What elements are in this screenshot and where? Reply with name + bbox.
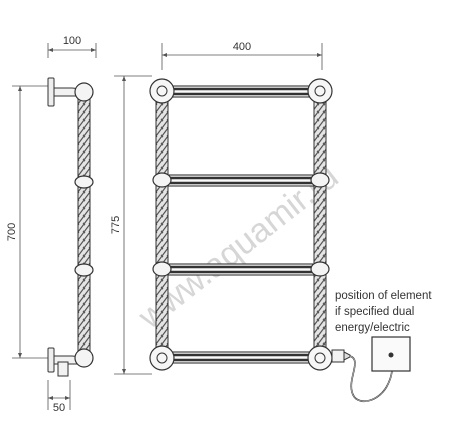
element-note: position of element if specified dual en… — [335, 290, 432, 334]
front-view: 400 775 — [110, 41, 333, 375]
note-line-1: position of element — [335, 290, 432, 302]
electric-element — [331, 336, 411, 403]
dimension-width-label: 400 — [233, 41, 251, 53]
note-line-3: energy/electric — [335, 322, 410, 334]
note-line-2: if specified dual — [335, 306, 414, 318]
dimension-wall-offset-label: 50 — [53, 402, 65, 414]
dimension-height-side-label: 700 — [6, 223, 18, 241]
side-view: 100 700 50 — [6, 35, 97, 414]
dimension-height-front-label: 775 — [110, 216, 122, 234]
dimension-depth-label: 100 — [63, 35, 81, 47]
